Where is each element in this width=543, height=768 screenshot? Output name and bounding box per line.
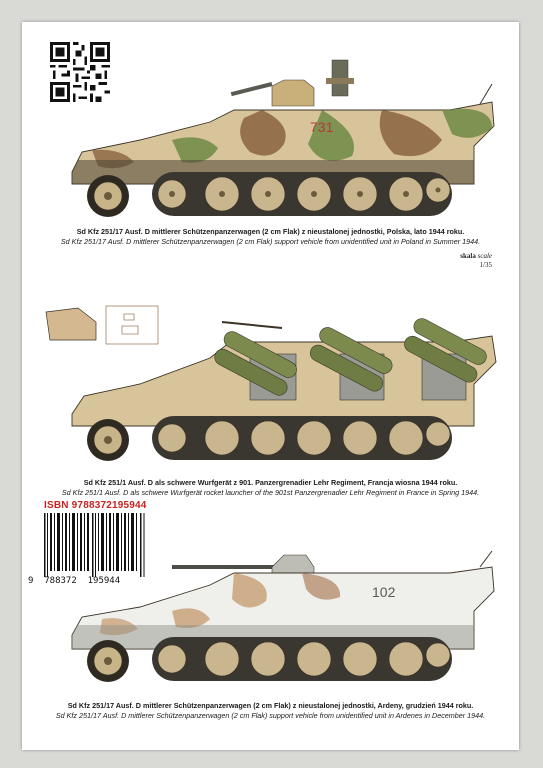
vehicle-illustration-1: 731 — [71, 59, 495, 217]
isbn-label: ISBN 9788372195944 — [44, 500, 147, 511]
qr-code-icon — [50, 42, 110, 102]
flak-gun — [172, 554, 315, 576]
track-assembly — [152, 416, 452, 460]
isbn-digits: 9 788372 195944 — [28, 576, 121, 586]
book-page: 731 Sd Kfz 251/17 Ausf. D mittlerer Schü… — [22, 22, 519, 750]
caption-vehicle-3: Sd Kfz 251/17 Ausf. D mittlerer Schützen… — [55, 701, 486, 720]
caption-vehicle-1: Sd Kfz 251/17 Ausf. D mittlerer Schützen… — [60, 227, 481, 246]
front-wheel — [87, 419, 129, 461]
antenna — [479, 83, 493, 105]
caption-vehicle-2: Sd Kfz 251/1 Ausf. D als schwere Wurfger… — [61, 478, 480, 497]
cross-marking-inset-icon — [105, 305, 159, 345]
rocket-racks — [214, 318, 487, 396]
vehicle-number-marking: 731 — [310, 119, 334, 135]
front-wheel — [87, 640, 129, 682]
front-wheel — [87, 175, 129, 217]
vehicle-illustration-3: 102 — [71, 550, 495, 682]
vehicle-illustration-2 — [45, 305, 497, 461]
vehicle-number-marking: 102 — [372, 584, 396, 600]
rocket-crate-inset-icon — [45, 307, 97, 341]
track-assembly — [152, 172, 452, 216]
flak-gun — [230, 59, 354, 107]
antenna — [479, 550, 493, 568]
barcode-icon — [44, 513, 145, 577]
scale-note: skala scale 1/35 — [460, 252, 492, 269]
track-assembly — [152, 637, 452, 681]
